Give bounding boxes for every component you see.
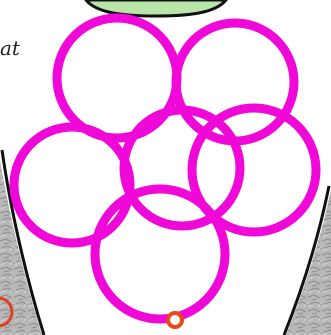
ring-top-left[interactable] [57,18,177,138]
ring-top-right[interactable] [176,23,294,141]
ring-bottom[interactable] [95,189,225,319]
ring-middle-center[interactable] [124,110,240,226]
ring-cluster [14,18,316,319]
target-marker-icon[interactable] [168,313,182,327]
fragment-text: at [0,38,20,58]
top-blob [86,0,226,16]
ring-middle-left[interactable] [14,127,130,243]
